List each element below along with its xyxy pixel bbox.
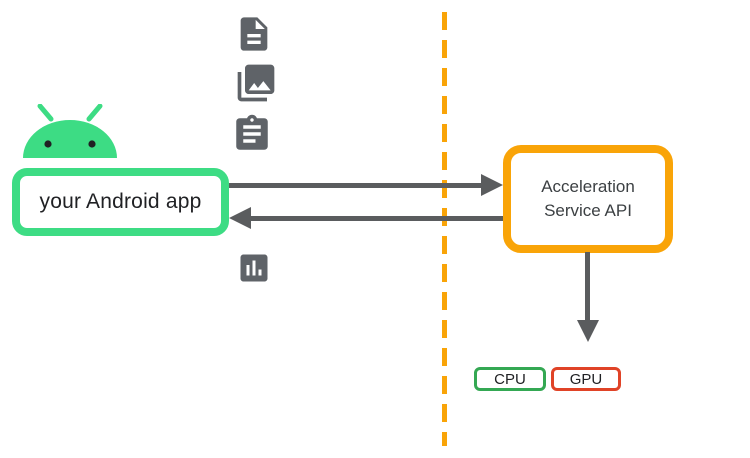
arrow-api-to-hardware-head [577, 320, 599, 342]
cpu-chip: CPU [474, 367, 546, 391]
api-label-line1: Acceleration [541, 177, 635, 197]
android-app-node: your Android app [12, 168, 229, 236]
gpu-chip-label: GPU [569, 370, 603, 388]
document-file-icon [240, 17, 268, 51]
arrow-api-to-hardware-line [585, 252, 590, 322]
acceleration-service-api-node: Acceleration Service API [503, 145, 673, 253]
arrow-api-to-app-line [251, 216, 503, 221]
android-robot-icon [23, 104, 117, 158]
gpu-chip: GPU [551, 367, 621, 391]
assignment-clipboard-icon [236, 114, 268, 150]
api-label-line2: Service API [544, 201, 632, 220]
arrow-api-to-app-head [229, 207, 251, 229]
arrow-app-to-api-head [481, 174, 503, 196]
photo-library-icon [237, 64, 275, 102]
android-app-label: your Android app [39, 190, 202, 213]
arrow-app-to-api-line [229, 183, 481, 188]
bar-chart-icon [240, 254, 268, 282]
process-boundary-dashed-line [442, 12, 447, 446]
cpu-chip-label: CPU [494, 370, 526, 388]
